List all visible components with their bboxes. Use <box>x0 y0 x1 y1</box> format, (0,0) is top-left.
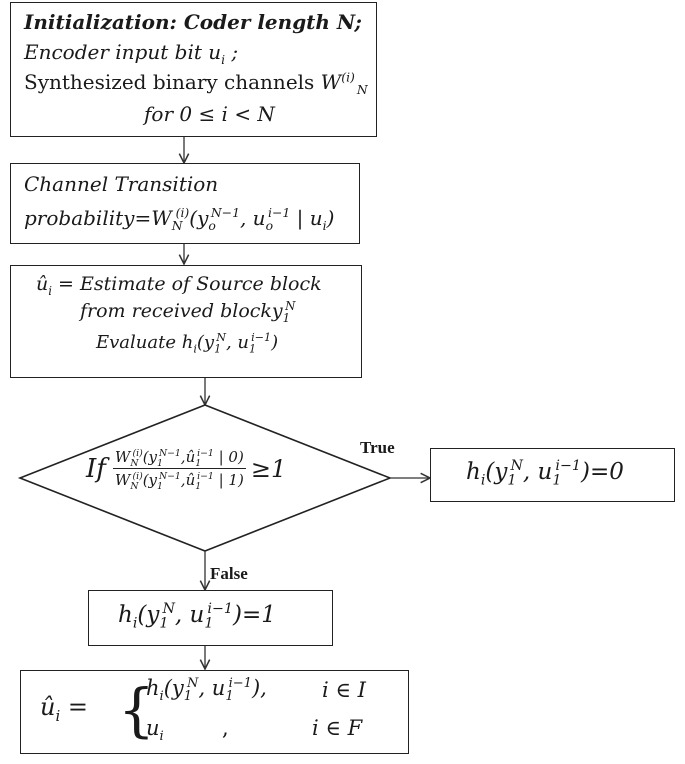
false-result-text: hi(y1N, u1i−1)=1 <box>118 601 276 632</box>
false-result-box <box>88 590 333 646</box>
init-line-2: Encoder input bit ui ; <box>24 40 239 67</box>
channel-line-1: Channel Transition <box>24 172 219 196</box>
decision-condition: If WN(i)(y1N−1,û1i−1 | 0) WN(i)(y1N−1,û1… <box>86 448 287 492</box>
init-line-4: for 0 ≤ i < N <box>144 102 275 126</box>
channel-line-2: probability=WN(i)(yoN−1, uoi−1 | ui) <box>24 205 335 233</box>
final-case-1: hi(y1N, u1i−1), <box>146 676 267 705</box>
final-brace: { <box>118 676 155 744</box>
final-case-1-condition: i ∈ I <box>322 678 366 702</box>
estimate-line-2: from received blocky1N <box>80 298 296 325</box>
initialization-box <box>10 2 377 137</box>
init-line-1: Initialization: Coder length N; <box>24 10 362 34</box>
true-result-text: hi(y1N, u1i−1)=0 <box>466 458 624 489</box>
true-label: True <box>360 438 395 457</box>
false-label: False <box>210 564 248 583</box>
final-case-2-comma: , <box>222 716 229 740</box>
channel-transition-box <box>10 163 360 244</box>
init-line-3: Synthesized binary channels W(i)N <box>24 69 368 97</box>
true-result-box <box>430 448 675 502</box>
final-case-2-condition: i ∈ F <box>312 716 363 740</box>
estimate-line-3: Evaluate hi(y1N, u1i−1) <box>96 331 279 356</box>
final-estimate-box <box>20 670 409 754</box>
final-lhs: ûi = <box>40 693 88 725</box>
estimate-line-1: ûi = Estimate of Source block <box>36 273 322 298</box>
estimate-box <box>10 265 362 378</box>
final-case-2: ui <box>146 716 164 745</box>
